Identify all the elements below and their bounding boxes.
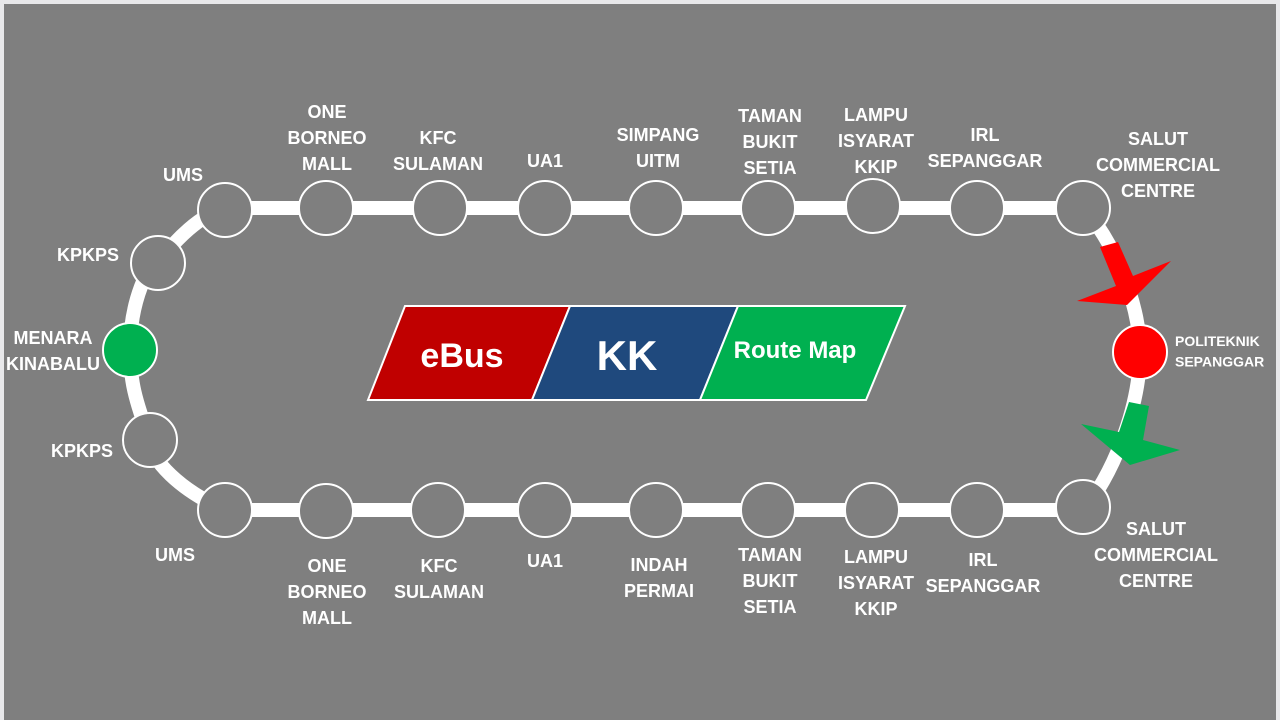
logo-text-ebus: eBus: [420, 337, 503, 375]
station-marker[interactable]: [628, 482, 684, 538]
station-marker[interactable]: [412, 180, 468, 236]
station-label: LAMPU: [844, 547, 908, 567]
logo-text-kk: KK: [597, 332, 658, 379]
station-label: SEPANGGAR: [928, 151, 1043, 171]
station-label: UMS: [155, 545, 195, 565]
station-label: UA1: [527, 151, 563, 171]
station-label: IRL: [969, 550, 998, 570]
station-bottom-5[interactable]: TAMAN BUKIT SETIA: [738, 482, 802, 617]
station-label: SULAMAN: [394, 582, 484, 602]
station-label: ONE: [307, 556, 346, 576]
station-marker[interactable]: [949, 180, 1005, 236]
station-marker[interactable]: [1055, 180, 1111, 236]
station-marker[interactable]: [1112, 324, 1168, 380]
station-bottom-7[interactable]: IRL SEPANGGAR: [926, 482, 1041, 596]
station-top-7[interactable]: IRL SEPANGGAR: [928, 125, 1043, 236]
station-top-8[interactable]: SALUT COMMERCIAL CENTRE: [1055, 129, 1220, 236]
station-marker[interactable]: [410, 482, 466, 538]
station-marker[interactable]: [517, 482, 573, 538]
logo-green-panel: [698, 305, 907, 401]
station-marker[interactable]: [740, 482, 796, 538]
station-label: KKIP: [854, 157, 897, 177]
station-marker[interactable]: [130, 235, 186, 291]
station-label: SETIA: [743, 597, 796, 617]
station-bottom-4[interactable]: INDAH PERMAI: [624, 482, 694, 601]
station-marker[interactable]: [1055, 479, 1111, 535]
station-left-1[interactable]: MENARA KINABALU: [6, 322, 158, 378]
station-bottom-3[interactable]: UA1: [517, 482, 573, 571]
station-label: SALUT: [1126, 519, 1186, 539]
station-label: KFC: [420, 128, 457, 148]
station-label: BORNEO: [287, 128, 366, 148]
station-label: CENTRE: [1119, 571, 1193, 591]
station-label: SALUT: [1128, 129, 1188, 149]
station-label: ISYARAT: [838, 573, 914, 593]
station-label: PERMAI: [624, 581, 694, 601]
station-bottom-1[interactable]: ONE BORNEO MALL: [287, 483, 367, 628]
station-marker[interactable]: [197, 482, 253, 538]
station-label: KFC: [421, 556, 458, 576]
station-marker[interactable]: [122, 412, 178, 468]
station-bottom-8[interactable]: SALUT COMMERCIAL CENTRE: [1055, 479, 1218, 591]
station-top-0[interactable]: UMS: [163, 165, 253, 238]
station-marker[interactable]: [197, 182, 253, 238]
station-label: KKIP: [854, 599, 897, 619]
station-label: CENTRE: [1121, 181, 1195, 201]
station-label: LAMPU: [844, 105, 908, 125]
station-label: TAMAN: [738, 545, 802, 565]
station-label: SETIA: [743, 158, 796, 178]
station-label: SIMPANG: [617, 125, 700, 145]
station-marker[interactable]: [740, 180, 796, 236]
logo-text-route-map: Route Map: [734, 337, 857, 364]
station-label: BUKIT: [743, 132, 798, 152]
station-bottom-0[interactable]: UMS: [155, 482, 253, 565]
station-label: COMMERCIAL: [1096, 155, 1220, 175]
station-label: UA1: [527, 551, 563, 571]
station-label: TAMAN: [738, 106, 802, 126]
arrow-green-icon: [1081, 402, 1180, 465]
station-label: UMS: [163, 165, 203, 185]
station-label: UITM: [636, 151, 680, 171]
title-logo: eBus KK Route Map: [366, 305, 907, 401]
station-label: SEPANGGAR: [926, 576, 1041, 596]
station-marker[interactable]: [628, 180, 684, 236]
station-left-0[interactable]: KPKPS: [57, 235, 186, 291]
station-label: POLITEKNIK: [1175, 333, 1260, 349]
station-label: MALL: [302, 608, 352, 628]
station-label: ONE: [307, 102, 346, 122]
station-top-4[interactable]: SIMPANG UITM: [617, 125, 700, 236]
station-label: KPKPS: [51, 441, 113, 461]
station-marker[interactable]: [298, 180, 354, 236]
route-map: eBus KK Route Map UMS ONE BORNEO MALL KFC SUL…: [4, 4, 1276, 720]
station-top-3[interactable]: UA1: [517, 151, 573, 236]
station-top-2[interactable]: KFC SULAMAN: [393, 128, 483, 236]
station-marker[interactable]: [949, 482, 1005, 538]
station-marker[interactable]: [844, 482, 900, 538]
station-label: IRL: [971, 125, 1000, 145]
station-marker[interactable]: [102, 322, 158, 378]
station-label: COMMERCIAL: [1094, 545, 1218, 565]
station-top-1[interactable]: ONE BORNEO MALL: [287, 102, 367, 236]
arrow-red-icon: [1077, 242, 1171, 305]
station-bottom-2[interactable]: KFC SULAMAN: [394, 482, 484, 602]
station-left-2[interactable]: KPKPS: [51, 412, 178, 468]
station-label: KINABALU: [6, 354, 100, 374]
station-top-6[interactable]: LAMPU ISYARAT KKIP: [838, 105, 914, 234]
station-top-5[interactable]: TAMAN BUKIT SETIA: [738, 106, 802, 236]
station-label: ISYARAT: [838, 131, 914, 151]
station-label: MALL: [302, 154, 352, 174]
station-bottom-6[interactable]: LAMPU ISYARAT KKIP: [838, 482, 914, 619]
station-label: SEPANGGAR: [1175, 353, 1264, 369]
station-label: INDAH: [631, 555, 688, 575]
station-marker[interactable]: [517, 180, 573, 236]
station-marker[interactable]: [845, 178, 901, 234]
station-label: BUKIT: [743, 571, 798, 591]
station-label: SULAMAN: [393, 154, 483, 174]
station-marker[interactable]: [298, 483, 354, 539]
station-right-0[interactable]: POLITEKNIK SEPANGGAR: [1112, 324, 1264, 380]
station-label: MENARA: [14, 328, 93, 348]
station-label: BORNEO: [287, 582, 366, 602]
station-label: KPKPS: [57, 245, 119, 265]
